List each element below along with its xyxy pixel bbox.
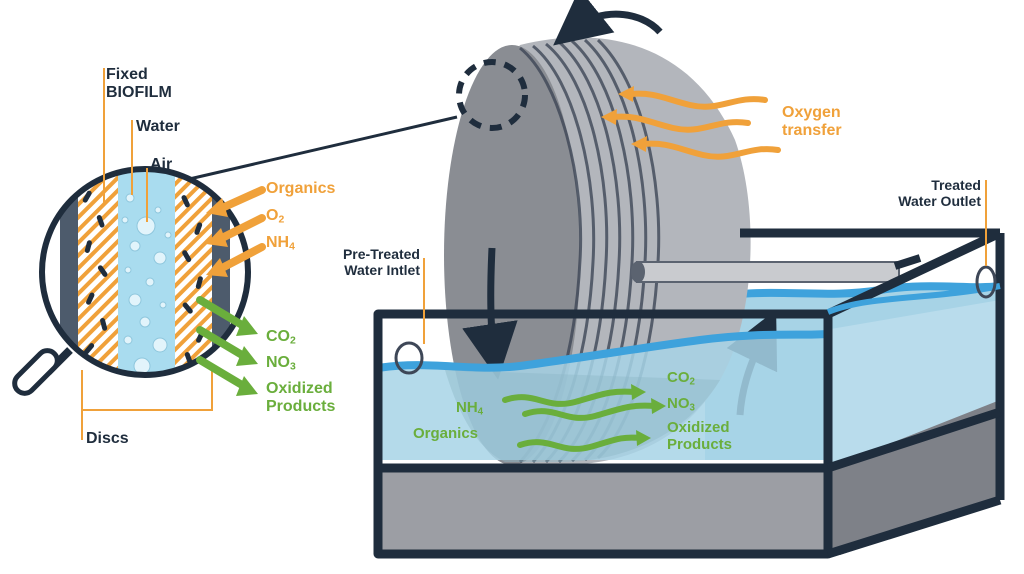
label-no3-reactor: NO3 bbox=[667, 395, 695, 414]
label-co2-output: CO2 bbox=[266, 328, 296, 347]
disc-detail-marker bbox=[456, 59, 528, 131]
label-pretreated-water-inlet: Pre-Treated Water Intlet bbox=[342, 246, 420, 278]
label-nh4-reactor: NH4 bbox=[456, 399, 484, 418]
label-oxidized-products-output: Oxidized Products bbox=[266, 380, 336, 415]
inset-input-arrows bbox=[206, 186, 266, 277]
label-fixed-biofilm: Fixed BIOFILM bbox=[106, 66, 172, 102]
rotation-arrow-top bbox=[553, 0, 663, 46]
label-organics-reactor: Organics bbox=[413, 425, 479, 442]
label-organics-input: Organics bbox=[266, 180, 336, 197]
label-o2-input: O2 bbox=[266, 207, 285, 226]
inlet-port bbox=[394, 341, 424, 375]
label-treated-water-outlet: Treated Water Outlet bbox=[898, 177, 981, 209]
label-nh4-input: NH4 bbox=[266, 234, 295, 253]
tank-frame bbox=[373, 228, 1005, 559]
label-air: Air bbox=[150, 156, 173, 173]
label-water: Water bbox=[136, 118, 180, 135]
reactor-green-arrows bbox=[502, 388, 658, 452]
oxygen-transfer-arrows bbox=[610, 90, 781, 160]
shaft bbox=[631, 254, 922, 283]
label-fixed-line1: Fixed bbox=[106, 66, 148, 83]
inset-output-arrows bbox=[196, 296, 258, 396]
label-discs: Discs bbox=[86, 430, 129, 447]
label-oxygen-transfer: Oxygen transfer bbox=[782, 104, 842, 139]
label-fixed-line2: BIOFILM bbox=[106, 83, 172, 101]
label-oxidized-products-reactor: Oxidized Products bbox=[667, 419, 733, 453]
label-co2-reactor: CO2 bbox=[667, 369, 695, 388]
outlet-port bbox=[975, 265, 997, 299]
rotation-arrow-down bbox=[462, 247, 518, 380]
label-no3-output: NO3 bbox=[266, 354, 296, 373]
tank-bottom-band bbox=[378, 468, 828, 554]
